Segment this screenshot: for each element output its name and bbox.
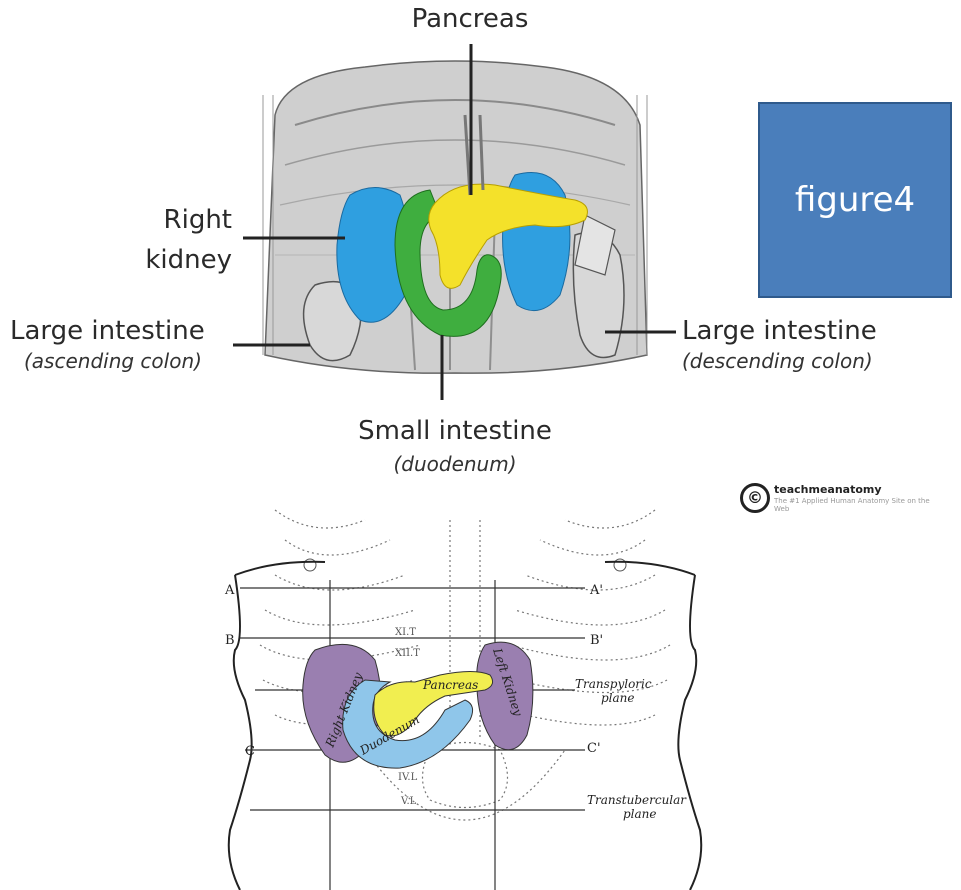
label-right-kidney-line1: Right [120, 205, 232, 235]
figure-label-text: figure4 [795, 180, 915, 220]
label-descending-colon: (descending colon) [682, 349, 873, 373]
label-large-intestine-right: Large intestine [682, 316, 877, 346]
watermark-name: teachmeanatomy [774, 483, 882, 496]
watermark-tagline: The #1 Applied Human Anatomy Site on the… [774, 497, 940, 513]
figure-label-box: figure4 [758, 102, 952, 298]
line-label-a: A [224, 583, 235, 598]
diagram-label-right-kidney: Right Kidney [322, 670, 365, 750]
transpyloric-label-2: plane [601, 691, 635, 705]
label-small-intestine: Small intestine [330, 416, 580, 446]
transtubercular-label-1: Transtubercular [587, 793, 687, 807]
line-label-c-prime: C' [587, 741, 601, 756]
vertebra-label-4l: IV.L [398, 772, 418, 783]
line-label-b-prime: B' [590, 633, 603, 648]
vertebra-label-5l: V.L [400, 796, 417, 807]
label-pancreas: Pancreas [395, 4, 545, 34]
line-label-a-prime: A' [589, 583, 603, 598]
label-ascending-colon: (ascending colon) [24, 349, 202, 373]
line-label-b: B [225, 633, 235, 648]
diagram-label-duodenum: Duodenum [357, 712, 422, 758]
line-label-c: C [245, 744, 255, 759]
label-right-kidney-line2: kidney [120, 245, 232, 275]
diagram-label-left-kidney: Left Kidney [490, 646, 525, 718]
vertebra-label-11t: XI.T [395, 627, 416, 638]
vertebra-label-12t: XII.T [395, 648, 420, 659]
diagram-label-pancreas: Pancreas [422, 678, 478, 692]
copyright-icon: © [740, 483, 770, 513]
surface-anatomy-labels: A A' B B' C C' Transpyloric plane Transt… [215, 500, 715, 890]
transpyloric-label-1: Transpyloric [575, 677, 652, 691]
teachmeanatomy-logo: © teachmeanatomy The #1 Applied Human An… [740, 483, 940, 519]
label-duodenum: (duodenum) [355, 452, 555, 476]
label-large-intestine-left: Large intestine [10, 316, 205, 346]
transtubercular-label-2: plane [623, 807, 657, 821]
